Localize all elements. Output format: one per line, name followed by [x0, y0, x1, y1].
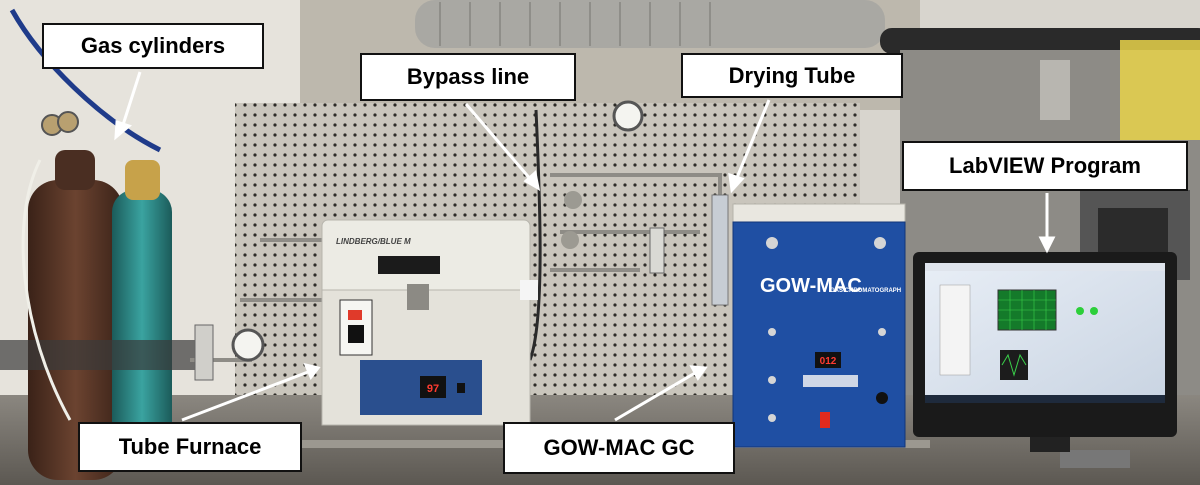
furnace-temp-display: 97 — [427, 383, 439, 395]
annotation-arrows — [114, 71, 1056, 422]
bypass-tubing — [528, 109, 542, 361]
cylinder-strap — [0, 340, 200, 370]
cylinder-teal — [112, 190, 172, 470]
cylinder-brown — [28, 180, 123, 480]
furnace-brand-label: LINDBERG/BLUE M — [336, 237, 411, 246]
blue-tubing — [9, 8, 162, 153]
tube-furnace: 97 LINDBERG/BLUE M — [321, 219, 538, 426]
drying-tube-label: Drying Tube — [681, 53, 903, 98]
gc-display: 012 — [820, 356, 837, 367]
gowmac-gc-label: GOW-MAC GC — [503, 422, 735, 474]
tube-furnace-label: Tube Furnace — [78, 422, 302, 472]
gc-brand-label: GOW-MAC — [760, 275, 862, 297]
labview-monitor — [913, 252, 1177, 468]
bypass-line-label: Bypass line — [360, 53, 576, 101]
drying-tube — [711, 194, 729, 306]
pressure-gauge — [612, 100, 644, 132]
gas-cylinders-label: Gas cylinders — [42, 23, 264, 69]
gowmac-gc: GOW-MAC GAS CHROMATOGRAPH 012 — [732, 203, 906, 448]
gc-subtitle-label: GAS CHROMATOGRAPH — [830, 288, 901, 294]
labview-program-label: LabVIEW Program — [902, 141, 1188, 191]
